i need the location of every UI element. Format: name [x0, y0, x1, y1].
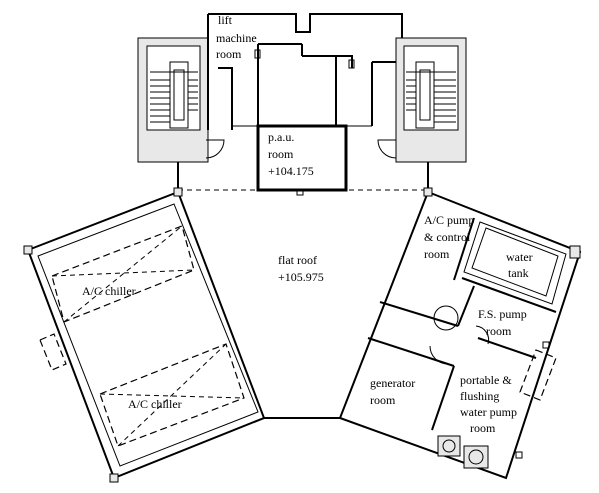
right-stair-flights: [406, 61, 456, 129]
room-labels: lift machine room p.a.u. room +104.175 f…: [82, 13, 536, 435]
label-lift-machine-room: lift machine room: [216, 13, 260, 61]
right-stair-core: [377, 37, 467, 190]
stair-hatch: [433, 305, 459, 331]
label-flat-roof: flat roof +105.975: [278, 253, 324, 284]
chiller-unit-1: [51, 225, 195, 323]
label-chiller-2: A/C chiller: [128, 397, 182, 411]
label-pau-room: p.a.u. room +104.175: [268, 130, 314, 178]
label-water-tank: water tank: [506, 250, 536, 280]
right-plant-wing: [338, 187, 582, 480]
label-portable-pump-room: portable & flushing water pump room: [460, 373, 520, 435]
chiller-unit-2: [99, 343, 245, 447]
label-chiller-1: A/C chiller: [82, 284, 136, 298]
pump-door: [475, 325, 490, 345]
right-bay-dashed: [519, 349, 557, 401]
central-lift-block: [207, 13, 403, 130]
right-stair-door: [377, 139, 397, 159]
flushing-pumps: [437, 435, 489, 469]
label-ac-pump-room: A/C pump & control room: [424, 213, 477, 261]
left-stair-core: [137, 37, 225, 190]
left-stair-flights: [150, 61, 198, 129]
left-bay-dashed: [39, 333, 67, 371]
left-stair-door: [205, 139, 225, 159]
label-generator-room: generator room: [370, 376, 418, 407]
label-fs-pump-room: F.S. pump room: [478, 307, 530, 338]
generator-door: [429, 345, 449, 365]
water-tank: [463, 221, 567, 305]
left-chiller-wing: [23, 187, 266, 483]
